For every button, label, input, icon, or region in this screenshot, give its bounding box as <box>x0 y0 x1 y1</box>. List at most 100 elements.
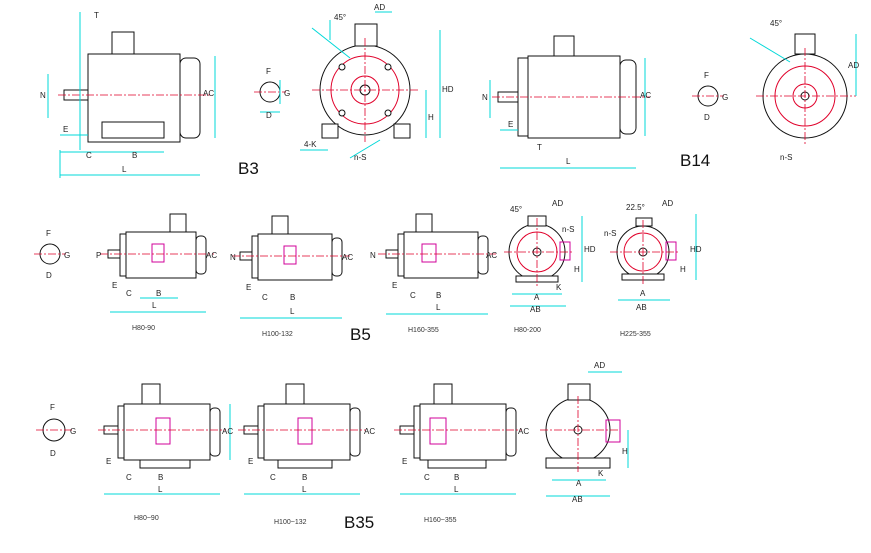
b5e-dim-a: A <box>640 289 646 298</box>
b5a-dim-ac: AC <box>206 251 217 260</box>
b5e-dim-ad: AD <box>662 199 673 208</box>
b5b-dim-e: E <box>246 283 251 292</box>
dim-label-ns: n-S <box>354 153 366 162</box>
b35c-dim-l: L <box>454 485 459 494</box>
b35-dim-f: F <box>50 403 55 412</box>
dim-label-l: L <box>122 165 127 174</box>
b35b-dim-ac: AC <box>364 427 375 436</box>
b35d-dim-ab: AB <box>572 495 583 504</box>
b35d-dim-a: A <box>576 479 582 488</box>
b3-side-view: T N E C B L AC B3 <box>40 11 259 178</box>
b3-end-view: 45° AD HD H 4-K n-S <box>300 3 454 162</box>
dim-label-ac: AC <box>203 89 214 98</box>
b5-side-view-h100-132: N E C B L AC H100-132 <box>230 215 353 338</box>
b5c-dim-e: E <box>392 281 397 290</box>
dim-label-ad: AD <box>374 3 385 12</box>
dim-label-h: H <box>428 113 434 122</box>
section-label-b5: B5 <box>350 325 371 344</box>
dim-label-c: C <box>86 151 92 160</box>
b35-side-view-h160-355: E C B L AC H160~355 <box>394 383 529 524</box>
dim-label-t: T <box>94 11 99 20</box>
b5c-dim-l: L <box>436 303 441 312</box>
b5e-dim-ab: AB <box>636 303 647 312</box>
b5-side-view-h80-90: P E C B L AC H80-90 <box>96 213 217 332</box>
b14-dim-ac: AC <box>640 91 651 100</box>
b5d-dim-45: 45° <box>510 205 522 214</box>
b5d-dim-k: K <box>556 283 562 292</box>
dim-label-e: E <box>63 125 68 134</box>
section-label-b14: B14 <box>680 151 710 170</box>
b5a-dim-p: P <box>96 251 101 260</box>
section-label-b35: B35 <box>344 513 374 532</box>
range-label-h100-132: H100-132 <box>262 331 293 338</box>
b35-side-view-h100-132: E C B L AC H100~132 <box>238 383 375 526</box>
b5d-dim-h: H <box>574 265 580 274</box>
b5a-dim-c: C <box>126 289 132 298</box>
b5e-dim-ns: n-S <box>604 229 616 238</box>
b5-end-view-h225-355: 22.5° AD n-S HD H A AB H225-355 <box>604 199 702 338</box>
dim-label-d: D <box>266 111 272 120</box>
b14-dim-f: F <box>704 71 709 80</box>
b14-dim-e: E <box>508 120 513 129</box>
b3-shaft-end: F G D <box>254 67 290 120</box>
b5e-dim-22: 22.5° <box>626 203 645 212</box>
b5d-dim-a: A <box>534 293 540 302</box>
b5d-dim-ad: AD <box>552 199 563 208</box>
dim-label-f: F <box>266 67 271 76</box>
b5b-dim-n: N <box>230 253 236 262</box>
b14-dim-ns: n-S <box>780 153 792 162</box>
terminal-box <box>111 31 135 55</box>
b35b-dim-c: C <box>270 473 276 482</box>
b5d-dim-hd: HD <box>584 245 596 254</box>
b5-dim-d: D <box>46 271 52 280</box>
range-label-h80-200: H80-200 <box>514 327 541 334</box>
b14-dim-d: D <box>704 113 710 122</box>
b35-dim-d: D <box>50 449 56 458</box>
b5-dim-f: F <box>46 229 51 238</box>
b14-dim-45: 45° <box>770 19 782 28</box>
b14-dim-ad: AD <box>848 61 859 70</box>
b35b-dim-l: L <box>302 485 307 494</box>
b35c-dim-c: C <box>424 473 430 482</box>
dim-label-b: B <box>132 151 137 160</box>
b5c-dim-n: N <box>370 251 376 260</box>
dim-label-g: G <box>284 89 290 98</box>
b5c-dim-c: C <box>410 291 416 300</box>
b5-shaft-end: F G D <box>34 229 70 280</box>
b5a-dim-b: B <box>156 289 161 298</box>
motor-feet <box>101 121 165 139</box>
b35-dim-g: G <box>70 427 76 436</box>
range-label-b35-h80-90: H80~90 <box>134 515 159 522</box>
range-label-h225-355: H225-355 <box>620 331 651 338</box>
b14-shaft-end: F G D <box>692 71 728 122</box>
b5d-dim-ns: n-S <box>562 225 574 234</box>
b35a-dim-e: E <box>106 457 111 466</box>
range-label-h80-90: H80-90 <box>132 325 155 332</box>
b5b-dim-ac: AC <box>342 253 353 262</box>
b35b-dim-e: E <box>248 457 253 466</box>
b35b-dim-b: B <box>302 473 307 482</box>
b14-dim-g: G <box>722 93 728 102</box>
b14-side-view: N E T L AC B14 <box>482 35 710 170</box>
b14-dim-t: T <box>537 143 542 152</box>
b35-end-view: AD H K A AB <box>540 361 629 504</box>
b5-side-view-h160-355: N E C B L AC H160-355 <box>370 213 497 334</box>
b35d-dim-k: K <box>598 469 604 478</box>
range-label-b35-h100-132: H100~132 <box>274 519 307 526</box>
b35-shaft-end: F G D <box>36 403 76 458</box>
b35c-dim-b: B <box>454 473 459 482</box>
dim-label-n: N <box>40 91 46 100</box>
range-label-h160-355: H160-355 <box>408 327 439 334</box>
b14-dim-n: N <box>482 93 488 102</box>
b35a-dim-l: L <box>158 485 163 494</box>
b35c-dim-e: E <box>402 457 407 466</box>
b35a-dim-ac: AC <box>222 427 233 436</box>
b5b-dim-l: L <box>290 307 295 316</box>
b14-dim-l: L <box>566 157 571 166</box>
dim-label-hd: HD <box>442 85 454 94</box>
b5b-dim-c: C <box>262 293 268 302</box>
b5a-dim-l: L <box>152 301 157 310</box>
b35a-dim-b: B <box>158 473 163 482</box>
range-label-b35-h160-355: H160~355 <box>424 517 457 524</box>
